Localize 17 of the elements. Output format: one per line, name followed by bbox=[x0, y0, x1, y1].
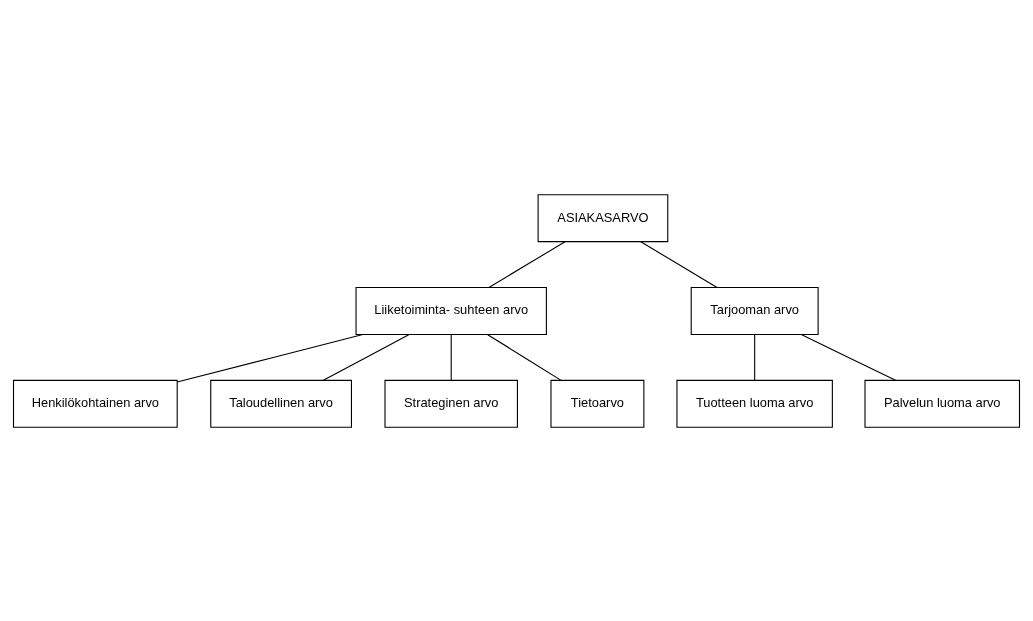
node-box: Liiketoiminta- suhteen arvo bbox=[355, 286, 547, 335]
connector bbox=[488, 240, 566, 288]
connector bbox=[450, 333, 452, 381]
node-box: Palvelun luoma arvo bbox=[864, 379, 1021, 428]
node-box: Tarjooman arvo bbox=[690, 286, 819, 335]
connector bbox=[754, 333, 756, 381]
node-box: Henkilökohtainen arvo bbox=[12, 379, 178, 428]
node-box: Tietoarvo bbox=[550, 379, 645, 428]
connector bbox=[800, 333, 897, 381]
connector bbox=[322, 333, 410, 381]
node-box: Taloudellinen arvo bbox=[210, 379, 352, 428]
node-box: ASIAKASARVO bbox=[537, 193, 669, 242]
connector bbox=[487, 333, 562, 381]
node-box: Tuotteen luoma arvo bbox=[676, 379, 833, 428]
connector bbox=[176, 333, 364, 383]
connector bbox=[640, 240, 718, 288]
node-box: Strateginen arvo bbox=[384, 379, 518, 428]
